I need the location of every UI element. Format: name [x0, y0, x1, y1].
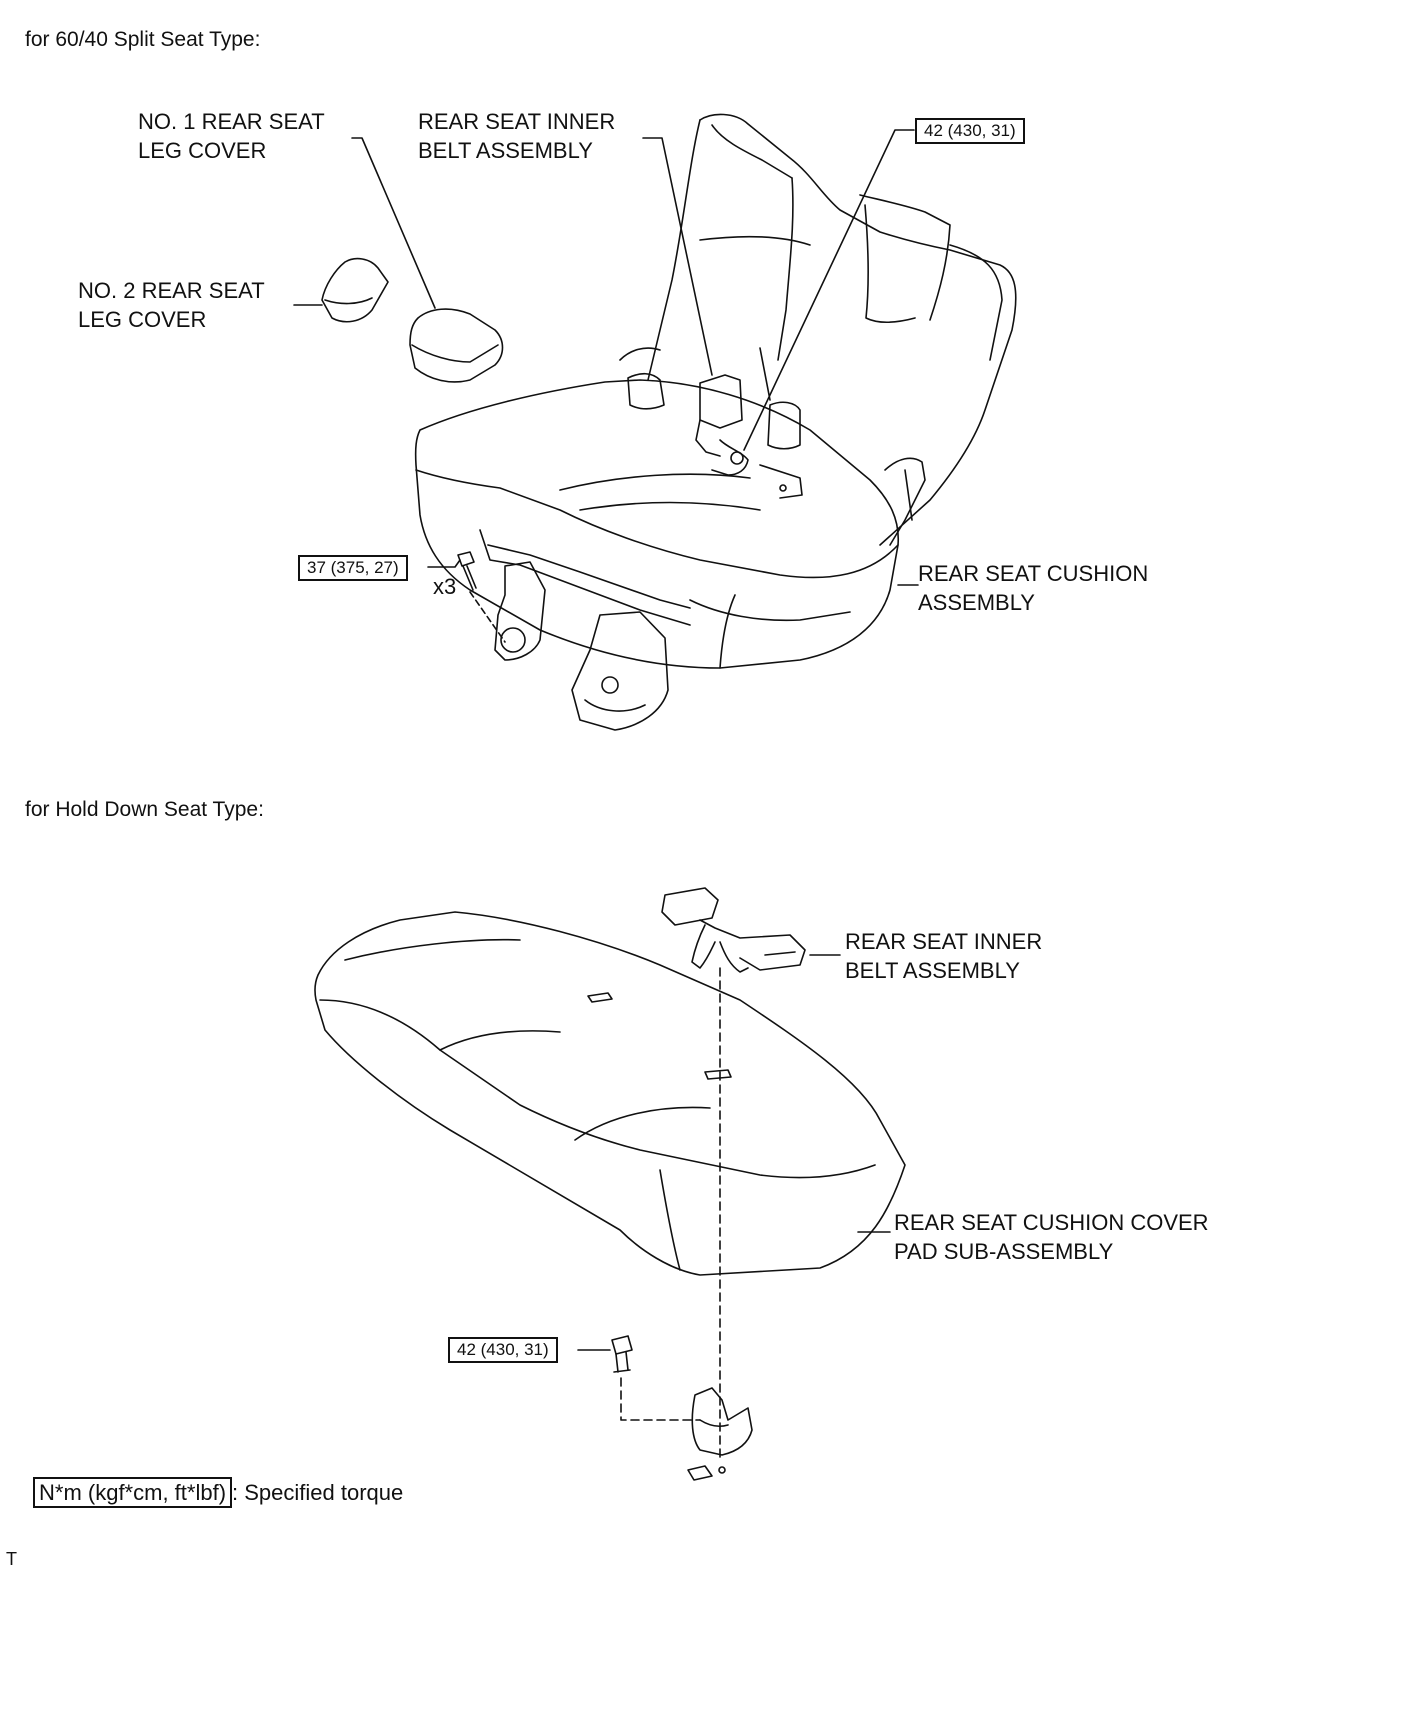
split-seat-side-hinge: [884, 457, 926, 546]
section-title-hold-down-seat: for Hold Down Seat Type:: [25, 798, 264, 821]
footer-mark: T: [6, 1549, 17, 1569]
label-no1-rear-seat-leg-cover: NO. 1 REAR SEAT LEG COVER: [138, 109, 325, 163]
label-rear-seat-inner-belt-bottom: REAR SEAT INNER BELT ASSEMBLY: [845, 929, 1043, 983]
hold-seat-bracket: [687, 1387, 753, 1481]
bolt-quantity: x3: [433, 574, 457, 599]
label-no2-rear-seat-leg-cover: NO. 2 REAR SEAT LEG COVER: [78, 278, 265, 332]
torque-box-leg-bolts: 37 (375, 27): [298, 555, 408, 581]
inner-belt-buckle-bottom: [661, 887, 806, 973]
torque-box-top-belt: 42 (430, 31): [915, 118, 1025, 144]
split-seat-legs: [479, 529, 691, 731]
label-rear-seat-inner-belt-top: REAR SEAT INNER BELT ASSEMBLY: [418, 109, 616, 163]
section-title-split-seat: for 60/40 Split Seat Type:: [25, 28, 261, 51]
split-seat-cushion: [414, 379, 900, 669]
label-rear-seat-cushion-cover-pad: REAR SEAT CUSHION COVER PAD SUB-ASSEMBLY: [894, 1210, 1209, 1264]
legend-unit-box: N*m (kgf*cm, ft*lbf): [33, 1477, 233, 1508]
split-seat-headrests: [627, 372, 801, 450]
inner-belt-buckle-top: [695, 374, 803, 499]
split-seat-backrest: [619, 113, 1017, 546]
bolt-bottom: [611, 1335, 633, 1373]
leader-lines-bottom: [577, 954, 891, 1461]
legend-text: : Specified torque: [232, 1480, 404, 1505]
exploded-view-drawing: [293, 113, 1017, 1481]
torque-legend: N*m (kgf*cm, ft*lbf): Specified torque: [33, 1477, 404, 1508]
hold-seat-cushion: [314, 911, 906, 1276]
label-rear-seat-cushion-assembly: REAR SEAT CUSHION ASSEMBLY: [918, 561, 1149, 615]
leader-lines-top: [293, 129, 919, 643]
no2-leg-cover-part: [321, 257, 389, 323]
torque-box-bottom-belt: 42 (430, 31): [448, 1337, 558, 1363]
no1-leg-cover-part: [409, 308, 504, 383]
bolt-top: [457, 551, 477, 591]
